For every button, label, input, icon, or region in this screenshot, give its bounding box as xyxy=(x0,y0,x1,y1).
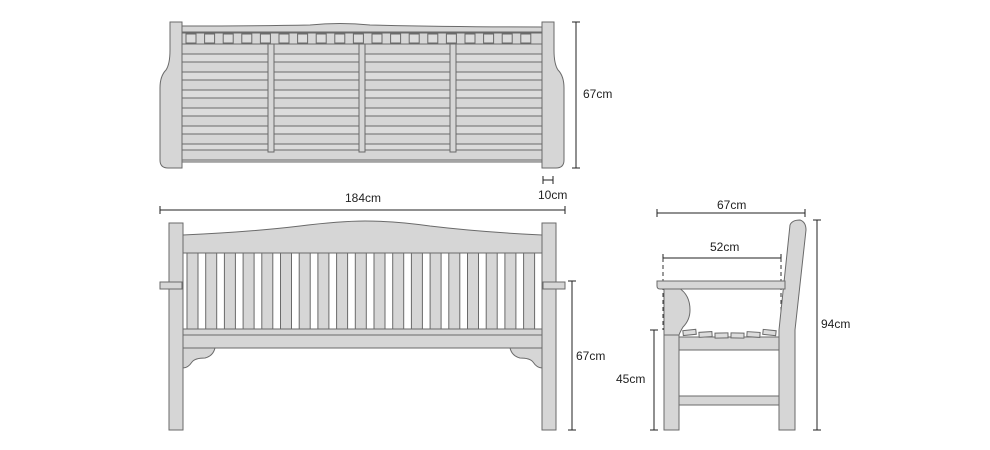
side-lower-stretcher xyxy=(678,395,780,406)
plan-slat-end xyxy=(204,33,216,44)
plan-support xyxy=(449,43,457,153)
plan-slat-end xyxy=(297,33,309,44)
overall-height-dimension: 94cm xyxy=(813,219,850,431)
seat-depth-dimension: 52cm xyxy=(662,240,782,330)
front-back-slat xyxy=(392,252,405,331)
front-back-slat xyxy=(373,252,386,331)
plan-slat-end xyxy=(483,33,495,44)
front-back-slat xyxy=(223,252,236,331)
overall-length-dimension: 184cm xyxy=(159,191,566,214)
front-back-slat xyxy=(448,252,461,331)
front-back-slat xyxy=(467,252,479,331)
plan-slat-end xyxy=(222,33,234,44)
side-seat-slat xyxy=(682,328,697,337)
bench-plan-view xyxy=(159,21,565,169)
plan-seat-supports xyxy=(267,43,457,153)
plan-slat-end xyxy=(464,33,476,44)
bench-front-view xyxy=(159,220,566,431)
front-back-slat xyxy=(410,252,423,331)
front-back-slat xyxy=(186,252,199,331)
plan-slat-end xyxy=(352,33,364,44)
front-back-slat xyxy=(504,252,517,331)
plan-back-slat-ends xyxy=(185,33,532,44)
front-back-slat xyxy=(242,252,255,331)
plan-back-rail xyxy=(181,23,545,33)
side-back-leg xyxy=(778,219,807,431)
front-height-label: 67cm xyxy=(576,349,605,363)
plan-slat-end xyxy=(371,33,383,44)
plan-slat-end xyxy=(315,33,327,44)
overall-height-label: 94cm xyxy=(821,317,850,331)
seat-height-dimension: 45cm xyxy=(616,329,658,431)
front-back-slat xyxy=(336,252,349,331)
front-seat-apron xyxy=(182,334,543,349)
side-depth-label: 67cm xyxy=(717,198,746,212)
side-seat-rail xyxy=(678,336,780,351)
plan-depth-label: 67cm xyxy=(583,87,612,101)
front-left-arm-stub xyxy=(159,281,183,290)
front-height-dimension: 67cm xyxy=(568,280,605,431)
plan-slat-end xyxy=(520,33,532,44)
seat-height-label: 45cm xyxy=(616,372,645,386)
front-left-post xyxy=(168,222,184,431)
plan-slat-end xyxy=(334,33,346,44)
front-left-bracket xyxy=(182,347,216,369)
side-seat-slat xyxy=(746,331,761,338)
plan-slat-end xyxy=(185,33,197,44)
arm-width-label: 10cm xyxy=(538,188,567,202)
front-back-slat xyxy=(261,252,274,331)
plan-slat-end xyxy=(501,33,513,44)
side-seat-slat xyxy=(730,332,745,339)
side-front-leg xyxy=(663,329,680,431)
side-seat-slat xyxy=(714,332,729,339)
front-back-slat xyxy=(205,252,218,331)
front-right-post xyxy=(541,222,557,431)
front-right-arm-stub xyxy=(542,281,566,290)
plan-support xyxy=(267,43,275,153)
front-back-slat xyxy=(317,252,330,331)
side-armrest xyxy=(656,280,786,290)
overall-length-label: 184cm xyxy=(345,191,381,205)
plan-support xyxy=(358,43,366,153)
plan-slat-end xyxy=(390,33,402,44)
front-back-slats xyxy=(186,252,536,331)
front-right-bracket xyxy=(509,347,543,369)
plan-right-arm xyxy=(541,21,565,169)
bench-side-view xyxy=(656,219,807,431)
plan-slat-end xyxy=(427,33,439,44)
side-seat-slat xyxy=(762,328,777,337)
side-seat-slats xyxy=(682,328,777,339)
seat-depth-label: 52cm xyxy=(710,240,739,254)
front-seat-front-rail xyxy=(182,328,543,336)
plan-slat-end xyxy=(259,33,271,44)
arm-width-dimension: 10cm xyxy=(538,176,567,202)
plan-depth-dimension: 67cm xyxy=(572,21,612,169)
front-top-rail xyxy=(182,220,543,254)
front-back-slat xyxy=(280,252,292,331)
side-depth-dimension: 67cm xyxy=(656,198,806,217)
plan-slat-end xyxy=(408,33,420,44)
front-back-slat xyxy=(429,252,442,331)
plan-slat-end xyxy=(278,33,290,44)
side-arm-support xyxy=(663,287,691,336)
front-back-slat xyxy=(298,252,311,331)
front-back-slat xyxy=(354,252,367,331)
side-seat-slat xyxy=(698,331,713,338)
plan-slat-end xyxy=(445,33,457,44)
front-back-slat xyxy=(523,252,536,331)
front-back-slat xyxy=(485,252,498,331)
plan-left-arm xyxy=(159,21,183,169)
plan-slat-end xyxy=(241,33,253,44)
